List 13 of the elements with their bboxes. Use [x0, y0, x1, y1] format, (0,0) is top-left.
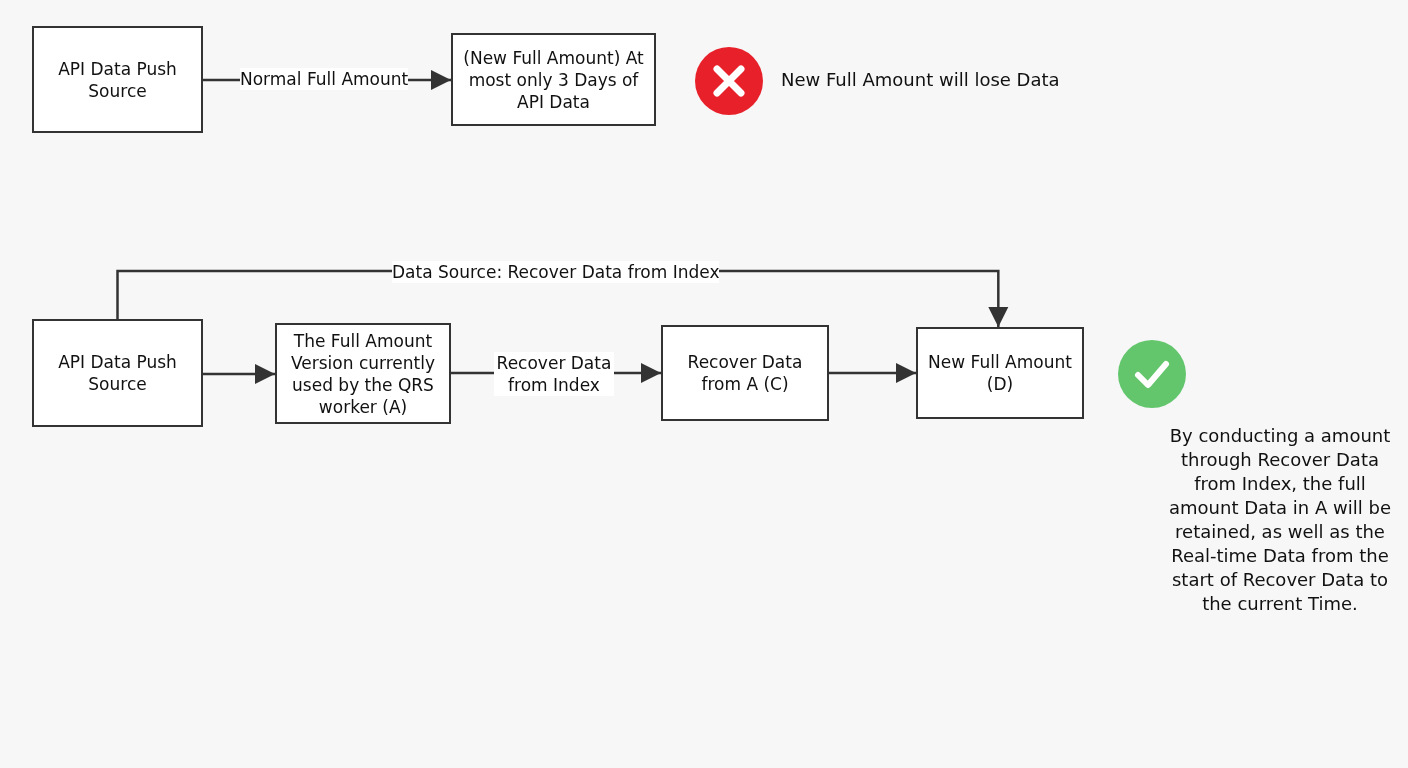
edge-label: Recover Data from Index [494, 352, 614, 396]
status-text: New Full Amount will lose Data [781, 68, 1060, 92]
process-box: (New Full Amount) At most only 3 Days of API Data [451, 33, 656, 126]
arrow [829, 363, 916, 383]
edge-label: Normal Full Amount [240, 68, 409, 90]
arrow [203, 364, 275, 384]
note-text: By conducting a amount through Recover Data from Index, the full amount Data in A will be retained, as well as the Real-time Data from the start of Recover Data to the current Time. [1168, 424, 1392, 616]
edge-label: Data Source: Recover Data from Index [392, 261, 720, 283]
process-box: New Full Amount (D) [916, 327, 1084, 419]
process-box: API Data Push Source [32, 26, 203, 133]
process-box: Recover Data from A (C) [661, 325, 829, 421]
process-box: API Data Push Source [32, 319, 203, 427]
process-box: The Full Amount Version currently used by the QRS worker (A) [275, 323, 451, 424]
